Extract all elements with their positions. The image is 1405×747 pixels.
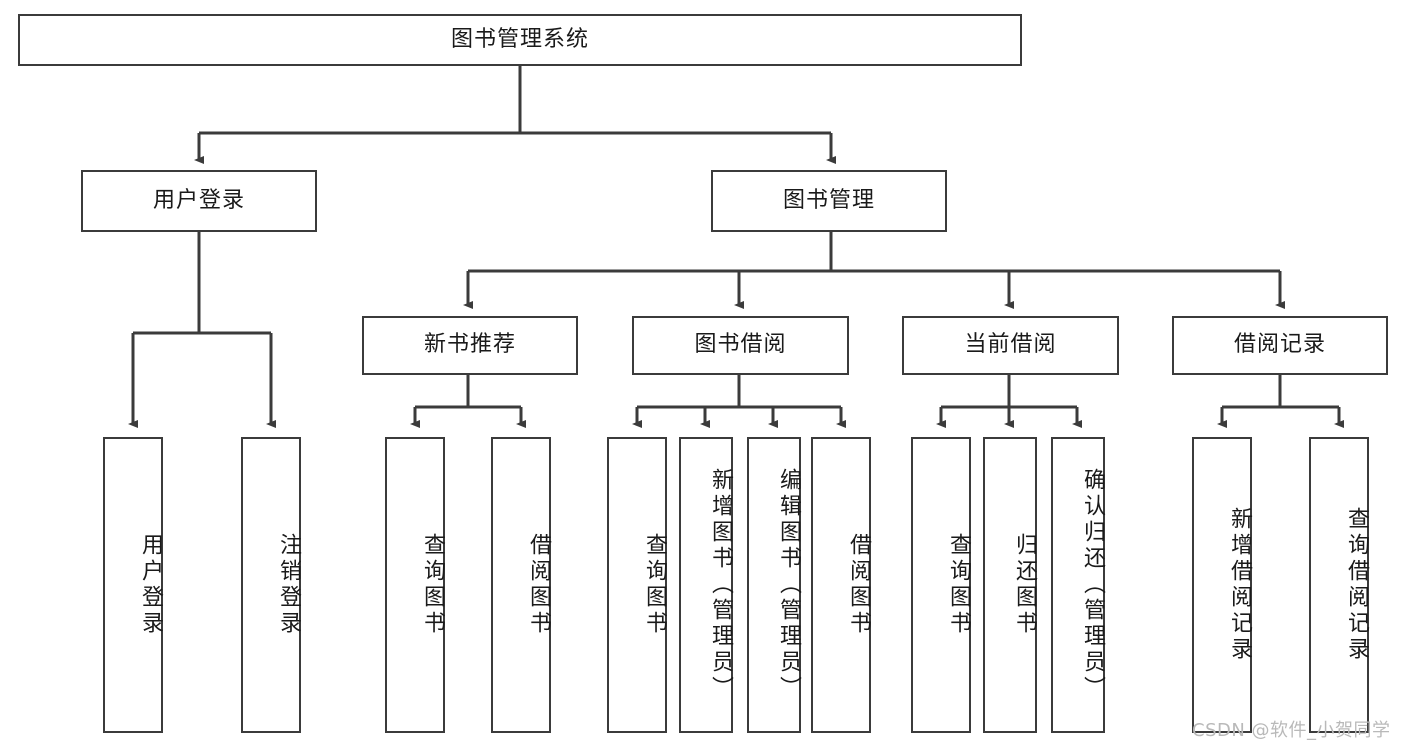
node-root[interactable]: 图书管理系统	[18, 14, 1022, 66]
node-borrow-record[interactable]: 借阅记录	[1172, 316, 1388, 375]
leaf-query-book-2-label: 查询图书	[642, 533, 667, 637]
leaf-user-logout-label: 注销登录	[276, 533, 301, 637]
node-new-book-recommend[interactable]: 新书推荐	[362, 316, 578, 375]
node-user-login[interactable]: 用户登录	[81, 170, 317, 232]
node-book-management-label: 图书管理	[782, 187, 875, 213]
leaf-add-record[interactable]: 新增借阅记录	[1192, 437, 1252, 733]
leaf-edit-book[interactable]: 编辑图书（管理员）	[747, 437, 801, 733]
leaf-borrow-book-2[interactable]: 借阅图书	[811, 437, 871, 733]
node-book-borrow[interactable]: 图书借阅	[632, 316, 849, 375]
leaf-borrow-book-1[interactable]: 借阅图书	[491, 437, 551, 733]
leaf-query-record[interactable]: 查询借阅记录	[1309, 437, 1369, 733]
leaf-query-book-1-label: 查询图书	[420, 533, 445, 637]
leaf-query-book-3-label: 查询图书	[946, 533, 971, 637]
leaf-return-book-label: 归还图书	[1012, 533, 1037, 637]
node-borrow-record-label: 借阅记录	[1233, 332, 1326, 358]
leaf-user-login-label: 用户登录	[138, 533, 163, 637]
leaf-user-logout[interactable]: 注销登录	[241, 437, 301, 733]
leaf-add-book[interactable]: 新增图书（管理员）	[679, 437, 733, 733]
leaf-return-book[interactable]: 归还图书	[983, 437, 1037, 733]
leaf-confirm-return-label: 确认归还（管理员）	[1080, 468, 1105, 702]
node-current-borrow[interactable]: 当前借阅	[902, 316, 1119, 375]
leaf-add-book-label: 新增图书（管理员）	[708, 468, 733, 702]
node-new-book-recommend-label: 新书推荐	[423, 332, 516, 358]
leaf-confirm-return[interactable]: 确认归还（管理员）	[1051, 437, 1105, 733]
node-current-borrow-label: 当前借阅	[964, 332, 1057, 358]
leaf-query-book-1[interactable]: 查询图书	[385, 437, 445, 733]
node-root-label: 图书管理系统	[450, 26, 589, 52]
leaf-query-book-2[interactable]: 查询图书	[607, 437, 667, 733]
leaf-borrow-book-2-label: 借阅图书	[846, 533, 871, 637]
leaf-borrow-book-1-label: 借阅图书	[526, 533, 551, 637]
leaf-query-book-3[interactable]: 查询图书	[911, 437, 971, 733]
leaf-add-record-label: 新增借阅记录	[1227, 507, 1252, 663]
node-book-borrow-label: 图书借阅	[694, 332, 787, 358]
leaf-edit-book-label: 编辑图书（管理员）	[776, 468, 801, 702]
node-user-login-label: 用户登录	[152, 187, 245, 213]
leaf-user-login[interactable]: 用户登录	[103, 437, 163, 733]
node-book-management[interactable]: 图书管理	[711, 170, 947, 232]
leaf-query-record-label: 查询借阅记录	[1344, 507, 1369, 663]
